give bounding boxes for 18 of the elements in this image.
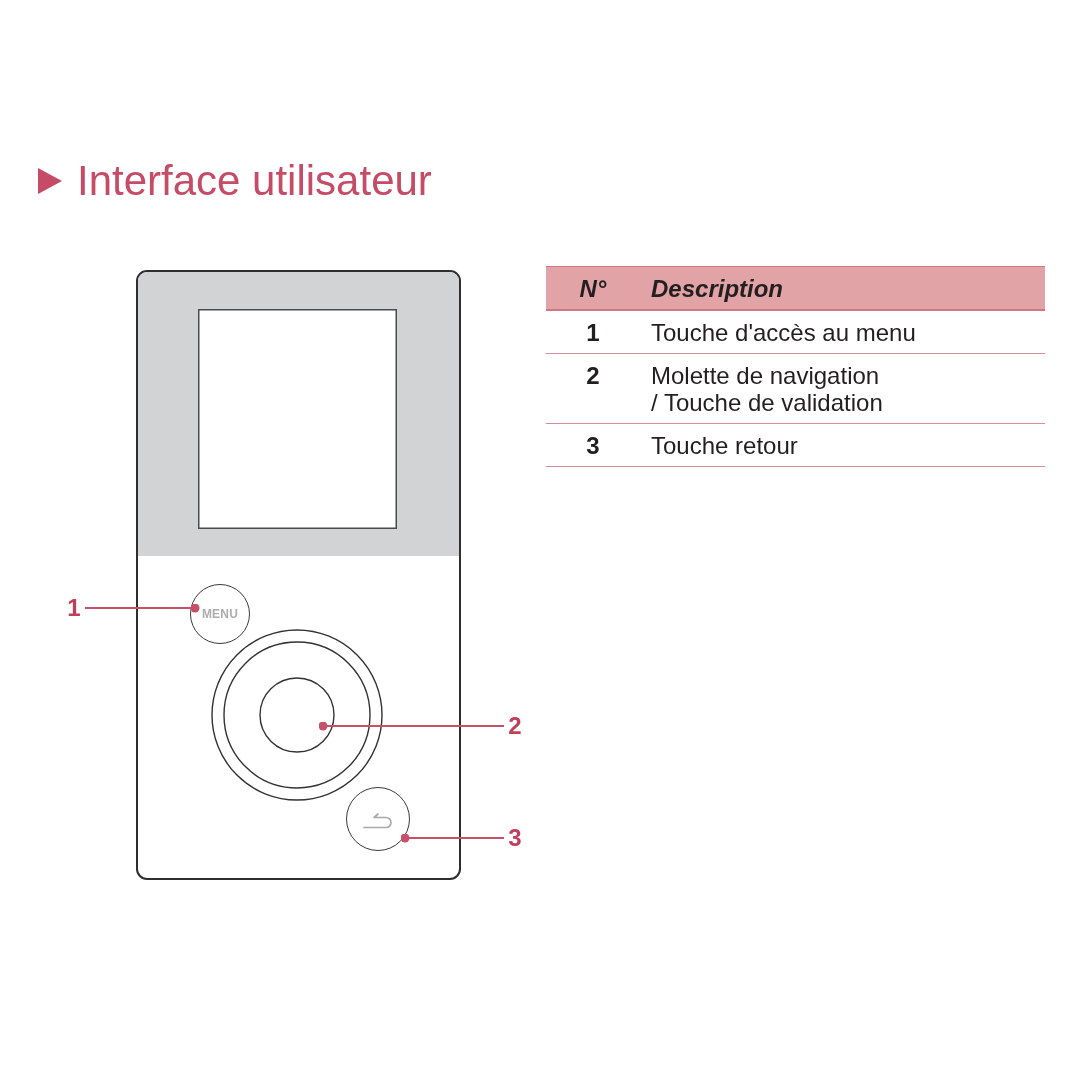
row-description: Touche retour (640, 423, 1045, 467)
row-description: Touche d'accès au menu (640, 310, 1045, 354)
column-header: Description (640, 266, 1045, 310)
callout-number: 2 (504, 713, 526, 739)
column-header: N° (546, 266, 640, 310)
row-number: 2 (546, 353, 640, 424)
row-number: 1 (546, 310, 640, 354)
menu-button: MENU (190, 584, 250, 644)
row-number: 3 (546, 423, 640, 467)
callout-number: 3 (504, 825, 526, 851)
leader-line (400, 833, 505, 843)
callout-number: 1 (63, 595, 85, 621)
device-body (136, 270, 461, 880)
navigation-wheel (211, 629, 383, 801)
leader-line (84, 603, 200, 613)
page-title: Interface utilisateur (77, 157, 432, 205)
leader-line (318, 721, 505, 731)
row-description: Molette de navigation / Touche de validation (640, 353, 1045, 424)
